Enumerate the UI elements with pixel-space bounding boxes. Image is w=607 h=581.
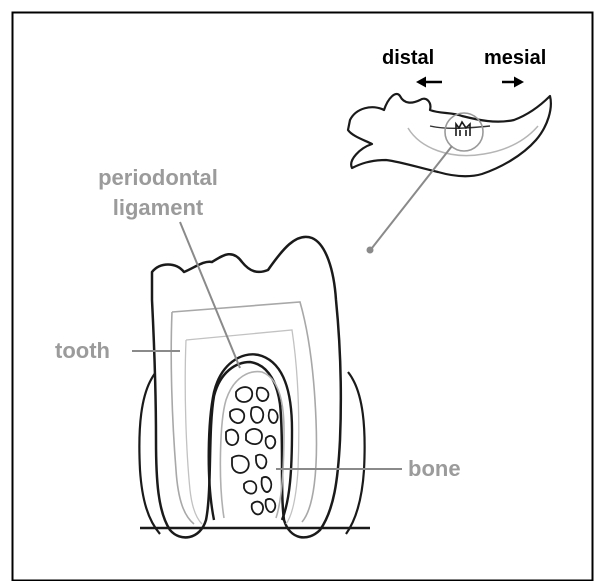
inset-leader-dot: [367, 247, 374, 254]
tooth-cross-section: [139, 237, 370, 538]
mesial-label: mesial: [484, 47, 546, 69]
tooth-label: tooth: [55, 338, 110, 363]
right-gum-line: [346, 372, 365, 534]
mesial-arrow-icon: [502, 77, 524, 88]
jaw-inset: distal mesial: [348, 47, 551, 254]
periodontal-label-line1: periodontal: [98, 165, 218, 190]
distal-arrow-icon: [416, 77, 442, 88]
bone-label: bone: [408, 456, 461, 481]
distal-label: distal: [382, 47, 434, 69]
bone-trabeculae: [226, 387, 278, 514]
jaw-outline: [348, 94, 551, 176]
periodontal-label-line2: ligament: [113, 195, 204, 220]
